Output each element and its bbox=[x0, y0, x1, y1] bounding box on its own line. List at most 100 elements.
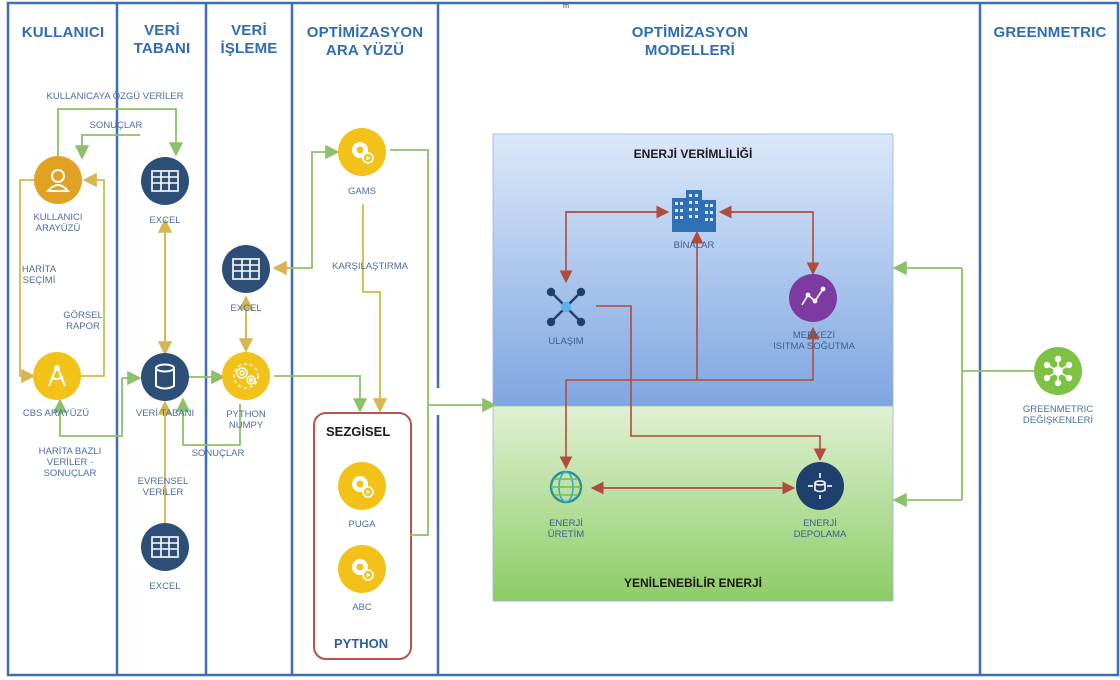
excel-top-node[interactable] bbox=[141, 157, 189, 205]
greenmetric-node[interactable] bbox=[1034, 347, 1082, 395]
energy-production-node[interactable] bbox=[545, 466, 587, 508]
user-icon bbox=[45, 169, 71, 192]
header-greenmetric: GREENMETRIC bbox=[993, 24, 1107, 41]
transport-node[interactable] bbox=[545, 286, 587, 328]
python-numpy-label: PYTHON NUMPY bbox=[214, 409, 278, 431]
python-numpy-node[interactable] bbox=[222, 352, 270, 400]
label-gorsel-rapor-line2: RAPOR bbox=[66, 321, 100, 332]
user-interface-label-line1: KULLANICI bbox=[33, 212, 83, 223]
label-harita-bazli: HARİTA BAZLI VERİLER - SONUÇLAR bbox=[20, 446, 120, 479]
renewable-energy-title: YENİLENEBİLİR ENERJİ bbox=[623, 576, 763, 590]
gis-interface-node[interactable] bbox=[33, 352, 81, 400]
puga-node[interactable] bbox=[338, 462, 386, 510]
header-veri-tabani-line1: VERİ bbox=[144, 22, 180, 39]
gams-label: GAMS bbox=[348, 186, 376, 197]
analytics-icon bbox=[801, 286, 826, 306]
energy-production-label: ENERJİ ÜRETİM bbox=[536, 518, 596, 540]
sezgisel-box bbox=[313, 412, 412, 660]
energy-efficiency-title: ENERJİ VERİMLİLİĞİ bbox=[633, 147, 753, 161]
energy-storage-line2: DEPOLAMA bbox=[793, 529, 847, 540]
excel-mid-node[interactable] bbox=[222, 245, 270, 293]
label-kullaniciya-ozgu: KULLANICAYA ÖZGÜ VERİLER bbox=[46, 91, 184, 102]
header-veri-tabani: VERİ TABANI bbox=[118, 22, 206, 58]
gears-icon bbox=[233, 363, 259, 389]
storage-icon bbox=[808, 473, 832, 499]
abc-node[interactable] bbox=[338, 545, 386, 593]
greenmetric-label-line1: GREENMETRIC bbox=[1022, 404, 1094, 415]
transport-label: ULAŞIM bbox=[548, 336, 584, 347]
central-label-line1: MERKEZİ bbox=[792, 330, 836, 341]
label-evrensel: EVRENSEL VERİLER bbox=[128, 476, 198, 498]
puga-label: PUGA bbox=[348, 519, 376, 530]
central-label-line2: ISITMA SOĞUTMA bbox=[773, 341, 855, 352]
hub-icon bbox=[1043, 355, 1073, 387]
excel-bottom-node[interactable] bbox=[141, 523, 189, 571]
label-harita-bazli-line1: HARİTA BAZLI bbox=[38, 446, 102, 457]
label-sonuclar-top: SONUÇLAR bbox=[89, 120, 143, 131]
gis-interface-label: CBS ARAYÜZÜ bbox=[22, 408, 90, 419]
energy-production-line1: ENERJİ bbox=[549, 518, 583, 529]
python-numpy-label-line2: NUMPY bbox=[228, 420, 264, 431]
energy-storage-node[interactable] bbox=[796, 462, 844, 510]
label-karsilastirma: KARŞILAŞTIRMA bbox=[331, 261, 409, 272]
label-harita-bazli-line2: VERİLER - bbox=[46, 457, 94, 468]
header-veri-isleme-line2: İŞLEME bbox=[220, 40, 278, 57]
spreadsheet-icon bbox=[151, 170, 179, 192]
header-opt-modelleri-line2: MODELLERİ bbox=[644, 42, 736, 59]
gear-play-icon bbox=[352, 476, 374, 498]
yellow-arrows bbox=[19, 172, 388, 523]
header-opt-arayuz-line2: ARA YÜZÜ bbox=[325, 42, 405, 59]
excel-mid-label: EXCEL bbox=[230, 303, 262, 314]
user-interface-node[interactable] bbox=[34, 156, 82, 204]
excel-bottom-label: EXCEL bbox=[149, 581, 181, 592]
network-icon bbox=[546, 287, 586, 327]
top-mark: m bbox=[563, 3, 569, 10]
abc-label: ABC bbox=[352, 602, 372, 613]
label-harita-secimi: HARİTA SEÇİMİ bbox=[14, 264, 64, 286]
energy-production-line2: ÜRETİM bbox=[547, 529, 585, 540]
column-borders bbox=[6, 1, 1120, 677]
greenmetric-label: GREENMETRIC DEĞİŞKENLERİ bbox=[1010, 404, 1106, 426]
sezgisel-title: SEZGİSEL bbox=[326, 424, 391, 439]
buildings-node[interactable] bbox=[668, 188, 720, 232]
label-gorsel-rapor: GÖRSEL RAPOR bbox=[58, 310, 108, 332]
buildings-label: BİNALAR bbox=[673, 240, 715, 251]
label-evrensel-line2: VERİLER bbox=[142, 487, 184, 498]
label-harita-bazli-line3: SONUÇLAR bbox=[43, 468, 97, 479]
header-opt-arayuz-line1: OPTİMİZASYON bbox=[306, 24, 424, 41]
label-harita-secimi-line2: SEÇİMİ bbox=[22, 275, 56, 286]
header-kullanici: KULLANICI bbox=[21, 24, 105, 41]
label-sonuclar-bottom: SONUÇLAR bbox=[191, 448, 245, 459]
green-arrows bbox=[52, 108, 1040, 536]
energy-storage-line1: ENERJİ bbox=[803, 518, 837, 529]
label-harita-secimi-line1: HARİTA bbox=[21, 264, 57, 275]
central-heating-cooling-node[interactable] bbox=[789, 274, 837, 322]
gear-play-icon bbox=[352, 142, 374, 164]
energy-efficiency-panel bbox=[492, 133, 894, 407]
user-interface-label: KULLANICI ARAYÜZÜ bbox=[20, 212, 96, 234]
database-label: VERİ TABANI bbox=[135, 408, 195, 419]
buildings-icon bbox=[672, 190, 716, 232]
globe-icon bbox=[549, 470, 583, 504]
user-interface-label-line2: ARAYÜZÜ bbox=[35, 223, 81, 234]
energy-storage-label: ENERJİ DEPOLAMA bbox=[780, 518, 860, 540]
python-title: PYTHON bbox=[334, 636, 389, 651]
header-opt-modelleri-line1: OPTİMİZASYON bbox=[631, 24, 749, 41]
database-icon bbox=[155, 363, 175, 390]
gams-node[interactable] bbox=[338, 128, 386, 176]
python-numpy-label-line1: PYTHON bbox=[226, 409, 266, 420]
header-veri-isleme-line1: VERİ bbox=[231, 22, 267, 39]
spreadsheet-icon bbox=[232, 258, 260, 280]
label-evrensel-line1: EVRENSEL bbox=[137, 476, 189, 487]
label-gorsel-rapor-line1: GÖRSEL bbox=[63, 310, 103, 321]
database-node[interactable] bbox=[141, 353, 189, 401]
compass-icon bbox=[48, 365, 66, 387]
excel-top-label: EXCEL bbox=[149, 215, 181, 226]
red-arrows bbox=[559, 205, 827, 495]
greenmetric-label-line2: DEĞİŞKENLERİ bbox=[1022, 415, 1094, 426]
gear-play-icon bbox=[352, 559, 374, 581]
header-veri-isleme: VERİ İŞLEME bbox=[206, 22, 292, 58]
central-heating-cooling-label: MERKEZİ ISITMA SOĞUTMA bbox=[764, 330, 864, 352]
header-opt-arayuz: OPTİMİZASYON ARA YÜZÜ bbox=[292, 24, 438, 60]
